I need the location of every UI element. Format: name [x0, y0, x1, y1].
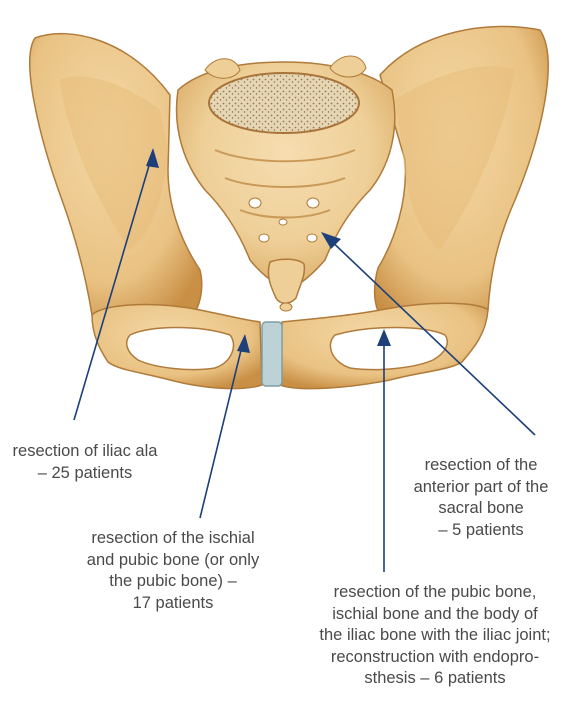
sacral-foramen — [259, 234, 269, 242]
label-pubic-ischial-iliac: resection of the pubic bone, ischial bon… — [300, 582, 570, 690]
label-line: reconstruction with endopro- — [300, 647, 570, 669]
label-line: anterior part of the — [390, 477, 572, 499]
label-line: the iliac bone with the iliac joint; — [300, 625, 570, 647]
sacral-promontory — [209, 73, 359, 133]
label-ischial-pubic-bone: resection of the ischial and pubic bone … — [58, 528, 288, 614]
label-sacral-bone: resection of the anterior part of the sa… — [390, 455, 572, 541]
label-line: 17 patients — [58, 593, 288, 615]
label-line: sthesis – 6 patients — [300, 668, 570, 690]
sacral-foramen — [307, 198, 319, 208]
label-line: and pubic bone (or only — [58, 550, 288, 572]
pubic-symphysis — [262, 322, 282, 386]
label-line: resection of iliac ala — [4, 441, 166, 463]
label-line: – 25 patients — [4, 463, 166, 485]
label-line: – 5 patients — [390, 520, 572, 542]
sacral-foramen — [279, 219, 287, 225]
label-line: resection of the pubic bone, — [300, 582, 570, 604]
label-line: resection of the — [390, 455, 572, 477]
sacral-foramen — [307, 234, 317, 242]
label-line: sacral bone — [390, 498, 572, 520]
label-line: ischial bone and the body of — [300, 604, 570, 626]
label-iliac-ala: resection of iliac ala – 25 patients — [4, 441, 166, 484]
sacral-foramen — [249, 198, 261, 208]
label-line: the pubic bone) – — [58, 571, 288, 593]
coccyx — [268, 259, 304, 303]
label-line: resection of the ischial — [58, 528, 288, 550]
